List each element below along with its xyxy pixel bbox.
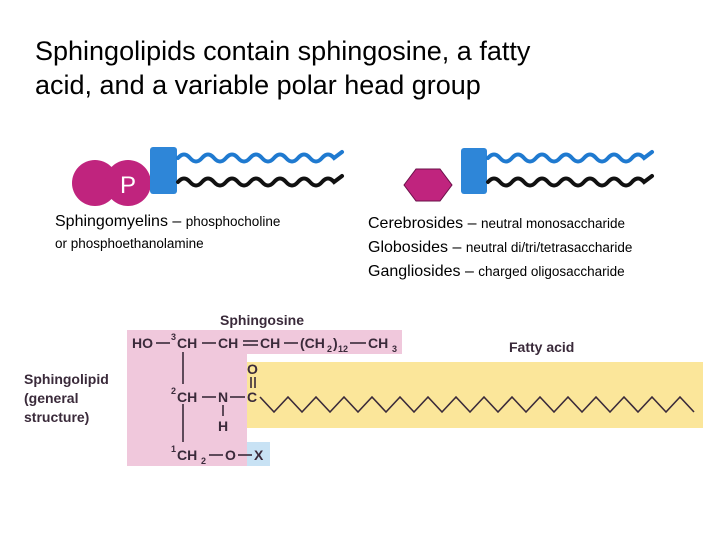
gangliosides-caption-detail: charged oligosaccharide: [478, 264, 625, 279]
sphingomyelin-caption-detail: phosphocholine: [185, 214, 281, 229]
sphingolipid-side-label-1: Sphingolipid: [24, 371, 109, 387]
sphingosine-region: [127, 330, 402, 354]
amide-c: C: [247, 389, 257, 405]
fatty-acid-region: [247, 362, 703, 428]
chain-close: ): [333, 335, 338, 351]
terminal-sub-3: 3: [392, 344, 397, 354]
carbon-3-number: 3: [171, 332, 176, 342]
right-fatty-acid-tail: [486, 174, 654, 188]
chain-sub-2: 2: [327, 344, 332, 354]
slide-title-line2: acid, and a variable polar head group: [35, 70, 481, 100]
carbon-1-ch: CH: [177, 447, 197, 463]
left-backbone-block: [150, 147, 177, 194]
right-sphingosine-tail: [486, 150, 654, 164]
sugar-head-hexagon: [403, 168, 453, 202]
ester-o: O: [225, 447, 236, 463]
gangliosides-caption: Gangliosides – charged oligosaccharide: [368, 260, 632, 284]
amide-n: N: [218, 389, 228, 405]
head-group-x: X: [254, 447, 264, 463]
gangliosides-caption-main: Gangliosides –: [368, 263, 479, 280]
x-group-box: [247, 442, 270, 466]
carbon-4-ch: CH: [218, 335, 238, 351]
fatty-acid-label: Fatty acid: [509, 339, 574, 355]
globosides-caption-detail: neutral di/tri/tetrasaccharide: [465, 240, 633, 255]
chain-open: (CH: [300, 335, 325, 351]
phosphate-label: P: [120, 172, 136, 199]
sphingomyelin-caption-main: Sphingomyelins –: [55, 213, 186, 230]
carbonyl-o: O: [247, 361, 258, 377]
phosphate-head-circle: [105, 160, 151, 206]
sphingosine-backbone-region: [127, 354, 247, 466]
cerebrosides-caption-main: Cerebrosides –: [368, 215, 481, 232]
terminal-ch: CH: [368, 335, 388, 351]
sphingolipid-side-label-3: structure): [24, 409, 89, 425]
fatty-acid-zigzag: [259, 395, 695, 414]
left-sphingosine-tail: [176, 150, 344, 164]
slide-title-line1: Sphingolipids contain sphingosine, a fat…: [35, 36, 531, 66]
cerebrosides-caption-detail: neutral monosaccharide: [480, 216, 626, 231]
sphingomyelin-caption: Sphingomyelins – phosphocholine: [55, 212, 280, 232]
carbon-2-number: 2: [171, 386, 176, 396]
globosides-caption: Globosides – neutral di/tri/tetrasacchar…: [368, 236, 632, 260]
hydroxyl-ho: HO: [132, 335, 153, 351]
carbon-1-number: 1: [171, 444, 176, 454]
carbon-2-ch: CH: [177, 389, 197, 405]
chain-sub-12: 12: [338, 344, 348, 354]
amide-row: 2 CH N C O H: [171, 361, 258, 434]
head-linkage-row: 1 CH 2 O X: [171, 444, 264, 466]
slide-title: Sphingolipids contain sphingosine, a fat…: [35, 34, 695, 102]
globosides-caption-main: Globosides –: [368, 239, 466, 256]
carbon-1-sub-2: 2: [201, 456, 206, 466]
glycosphingolipid-captions: Cerebrosides – neutral monosaccharide Gl…: [368, 212, 632, 284]
amide-h: H: [218, 418, 228, 434]
cerebrosides-caption: Cerebrosides – neutral monosaccharide: [368, 212, 632, 236]
choline-head-circle: [72, 160, 118, 206]
sphingolipid-side-label-2: (general: [24, 390, 78, 406]
sphingosine-label: Sphingosine: [220, 312, 304, 328]
carbon-3-ch: CH: [177, 335, 197, 351]
sphingosine-row: HO 3 CH CH CH (CH 2 ) 12 CH 3: [132, 332, 397, 354]
left-fatty-acid-tail: [176, 174, 344, 188]
right-backbone-block: [461, 148, 487, 194]
sphingomyelin-caption-line2: or phosphoethanolamine: [55, 236, 204, 251]
carbon-5-ch: CH: [260, 335, 280, 351]
